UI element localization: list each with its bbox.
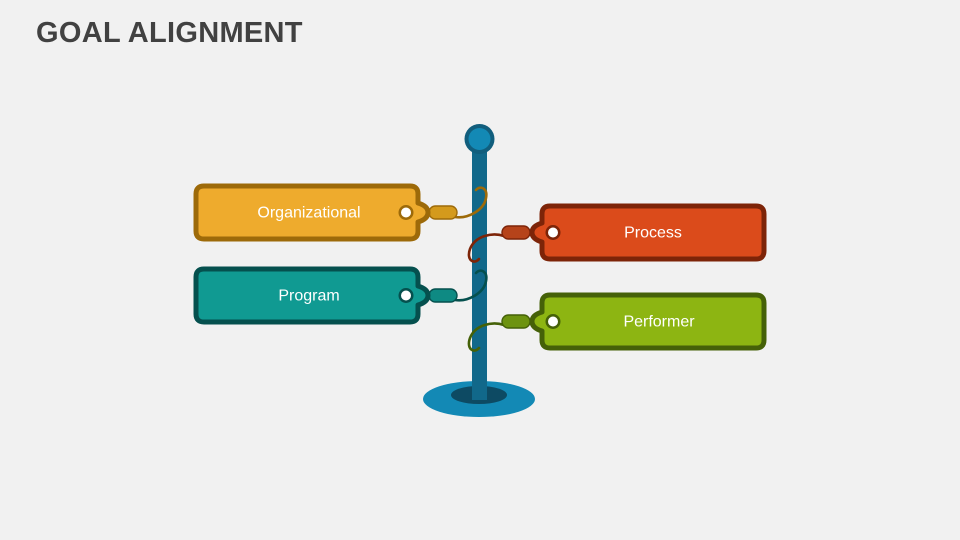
- tag-label-organizational: Organizational: [257, 205, 360, 222]
- tag-program[interactable]: Program: [193, 266, 431, 325]
- hook-process: [467, 233, 506, 263]
- pole-knob: [464, 124, 495, 154]
- hook-program: [453, 269, 488, 302]
- tag-performer[interactable]: Performer: [529, 292, 767, 351]
- hook-organizational: [453, 186, 488, 219]
- page-title: GOAL ALIGNMENT: [36, 17, 303, 49]
- tag-hole-organizational: [401, 207, 411, 218]
- pole-shaft: [472, 135, 487, 400]
- tag-hole-performer: [548, 316, 558, 327]
- tag-organizational[interactable]: Organizational: [193, 183, 431, 242]
- bead-organizational: [428, 205, 458, 220]
- tag-process[interactable]: Process: [529, 203, 767, 262]
- tag-hole-program: [401, 290, 411, 301]
- bead-process: [501, 225, 531, 240]
- hook-performer: [467, 322, 506, 352]
- tag-hole-process: [548, 227, 558, 238]
- tag-label-program: Program: [278, 288, 339, 305]
- tag-body-process[interactable]: [529, 203, 767, 262]
- bead-performer: [501, 314, 531, 329]
- bead-program: [428, 288, 458, 303]
- tag-body-performer[interactable]: [529, 292, 767, 351]
- tag-label-performer: Performer: [623, 314, 695, 331]
- tag-body-organizational[interactable]: [193, 183, 431, 242]
- tag-label-process: Process: [624, 225, 682, 242]
- tag-body-program[interactable]: [193, 266, 431, 325]
